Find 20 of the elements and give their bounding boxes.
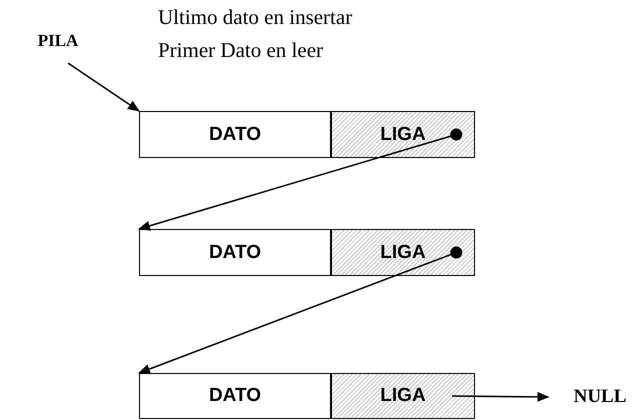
arrow [138, 128, 462, 231]
field-label: DATO [208, 242, 262, 264]
field-label: LIGA [380, 385, 426, 407]
link-field-cell [331, 111, 475, 158]
data-field-cell [139, 229, 331, 276]
note-text: Primer Dato en leer [158, 38, 324, 63]
field-label: DATO [208, 124, 262, 146]
field-label: LIGA [380, 242, 426, 264]
pointer-label: NULL [574, 386, 626, 408]
link-field-cell [331, 229, 475, 276]
data-field-cell [139, 111, 331, 158]
field-label: DATO [208, 385, 262, 407]
pointer-label: PILA [38, 31, 78, 51]
arrow [452, 392, 550, 402]
arrow [68, 62, 140, 112]
link-field-cell [331, 373, 475, 419]
data-field-cell [139, 373, 331, 419]
arrow [138, 246, 462, 374]
field-label: LIGA [380, 124, 426, 146]
note-text: Ultimo dato en insertar [158, 5, 352, 30]
